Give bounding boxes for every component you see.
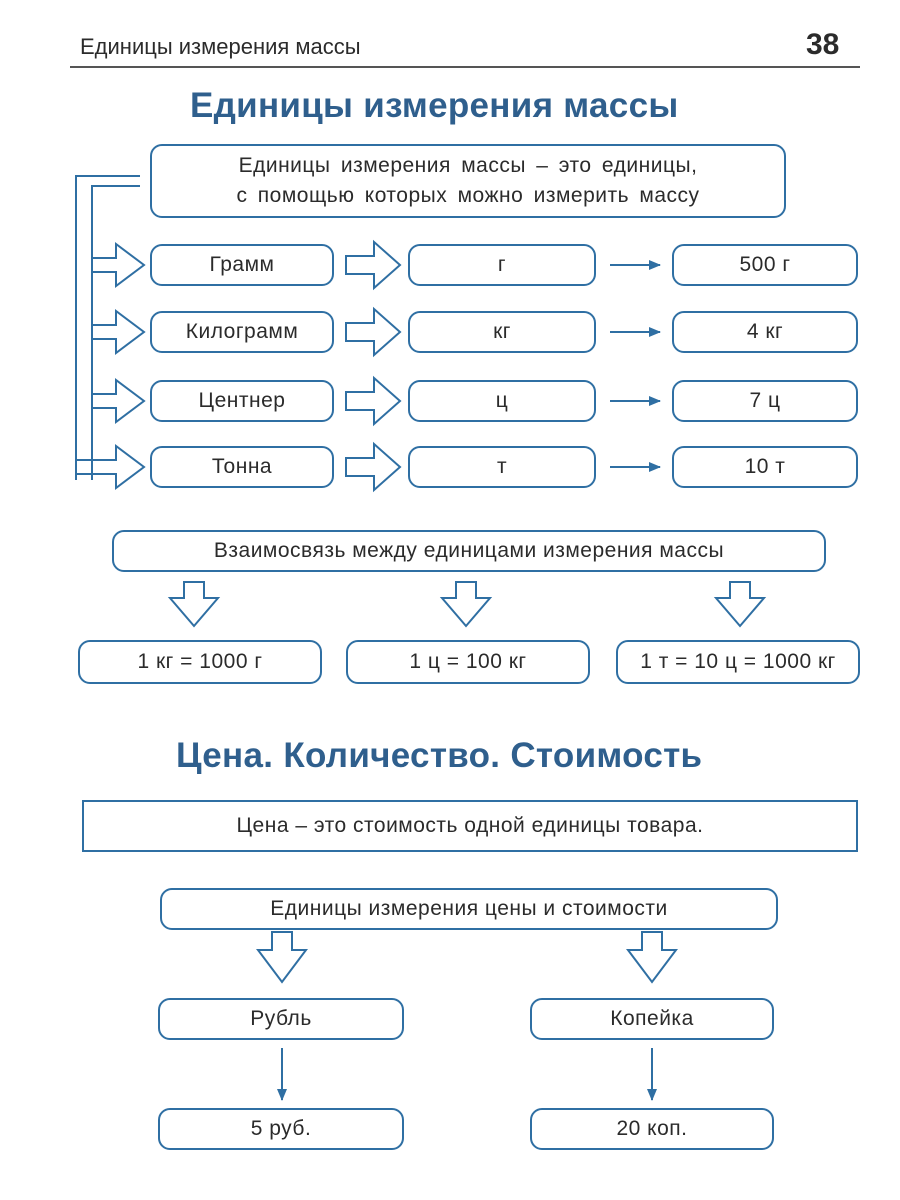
page-number: 38: [806, 28, 840, 61]
relation-down-arrow-2: [439, 581, 493, 628]
unit-example-kilogram: 4 кг: [672, 311, 858, 353]
name-to-abbr-arrow-4: [345, 441, 402, 493]
unit-name-ton: Тонна: [150, 446, 334, 488]
currency-down-arrow-1: [256, 931, 308, 984]
relation-t-c-kg: 1 т = 10 ц = 1000 кг: [616, 640, 860, 684]
unit-name-gram: Грамм: [150, 244, 334, 286]
currency-kopeck: Копейка: [530, 998, 774, 1040]
unit-abbr-gram: г: [408, 244, 596, 286]
currency-ruble-example: 5 руб.: [158, 1108, 404, 1150]
currency-down-arrow-2: [626, 931, 678, 984]
relation-c-kg: 1 ц = 100 кг: [346, 640, 590, 684]
relation-down-arrow-1: [167, 581, 221, 628]
unit-example-gram: 500 г: [672, 244, 858, 286]
relation-kg-g: 1 кг = 1000 г: [78, 640, 322, 684]
unit-name-centner: Центнер: [150, 380, 334, 422]
mass-section-title: Единицы измерения массы: [190, 86, 679, 125]
currency-kopeck-example: 20 коп.: [530, 1108, 774, 1150]
unit-name-kilogram: Килограмм: [150, 311, 334, 353]
mass-definition-box: Единицы измерения массы – это единицы, с…: [150, 144, 786, 218]
unit-example-ton: 10 т: [672, 446, 858, 488]
name-to-abbr-arrow-2: [345, 306, 402, 358]
unit-example-centner: 7 ц: [672, 380, 858, 422]
bracket-arrow-3: [92, 378, 146, 424]
bracket-arrow-1: [92, 242, 146, 288]
relation-title-box: Взаимосвязь между единицами измерения ма…: [112, 530, 826, 572]
name-to-abbr-arrow-1: [345, 239, 402, 291]
unit-abbr-ton: т: [408, 446, 596, 488]
name-to-abbr-arrow-3: [345, 375, 402, 427]
bracket-arrow-2: [92, 309, 146, 355]
price-section-title: Цена. Количество. Стоимость: [176, 736, 703, 775]
running-header: Единицы измерения массы: [80, 34, 361, 59]
unit-abbr-centner: ц: [408, 380, 596, 422]
currency-ruble: Рубль: [158, 998, 404, 1040]
price-units-title-box: Единицы измерения цены и стоимости: [160, 888, 778, 930]
mass-definition-line-1: Единицы измерения массы – это единицы,: [238, 154, 698, 177]
mass-definition-line-2: с помощью которых можно измерить массу: [236, 184, 700, 207]
header-divider: [70, 66, 860, 68]
bracket-arrow-4: [76, 444, 146, 490]
price-definition-box: Цена – это стоимость одной единицы товар…: [82, 800, 858, 852]
unit-abbr-kilogram: кг: [408, 311, 596, 353]
relation-down-arrow-3: [713, 581, 767, 628]
